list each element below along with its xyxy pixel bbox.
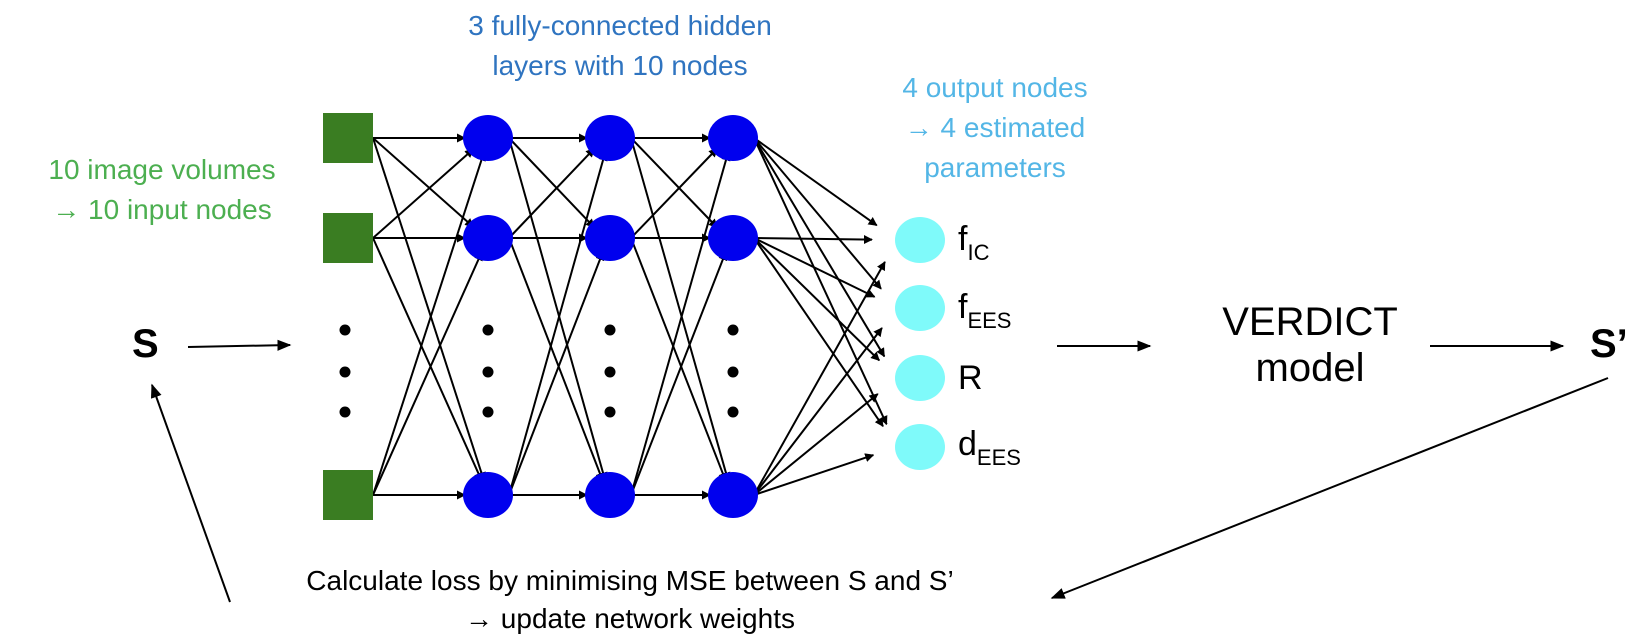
hidden-node [585,472,635,518]
param-base: f [958,288,968,326]
ellipsis-dot [339,406,351,418]
output-annotation-line-1: 4 output nodes [902,72,1088,103]
connection-edge [753,137,886,358]
ellipsis-dot [339,324,351,336]
output-node [895,285,945,331]
connection-edge [753,327,883,496]
input-annotation: 10 image volumes → 10 input nodes [12,150,312,230]
hidden-node [585,215,635,261]
connection-edge [753,237,880,362]
param-base: R [958,359,983,397]
input-annotation-line-1: 10 image volumes [48,154,276,185]
connection-edge [508,251,605,496]
output-node [895,424,945,470]
hidden-node [585,115,635,161]
hidden-annotation-line-1: 3 fully-connected hidden [468,10,772,41]
hidden-annotation-line-2: layers with 10 nodes [492,50,748,81]
loss-description: Calculate loss by minimising MSE between… [220,562,1040,638]
output-annotation-line-3: parameters [924,152,1066,183]
connection-edge [753,137,888,426]
connection-edge [508,147,595,239]
connection-edge [753,237,884,428]
loss-line-1: Calculate loss by minimising MSE between… [306,565,954,596]
param-base: f [958,220,968,258]
loss-line-2: → update network weights [465,603,795,634]
hidden-node [463,115,513,161]
verdict-model: VERDICT model [1180,299,1440,391]
param-base: d [958,425,977,463]
arrow-s-to-network [187,339,292,351]
output-param-f-ic: fIC [958,220,989,266]
connection-edge [630,151,731,496]
input-annotation-line-2: → 10 input nodes [52,194,272,225]
ellipsis-dot [482,366,494,378]
hidden-annotation: 3 fully-connected hidden layers with 10 … [420,6,820,86]
connection-edge [753,137,882,290]
connection-edge [753,137,878,227]
ellipsis-dot [604,324,616,336]
ellipsis-dot [339,366,351,378]
output-node [895,355,945,401]
verdict-model-line-2: model [1255,346,1365,390]
connection-edge [630,237,728,482]
connection-edge [372,148,474,239]
input-node [323,213,373,263]
param-subscript: IC [967,240,990,265]
input-node [323,113,373,163]
output-annotation: 4 output nodes → 4 estimated parameters [870,68,1120,188]
ellipsis-dot [727,366,739,378]
connection-edge [753,237,876,298]
connection-edge [372,237,483,482]
arrow-loss-to-s [150,383,231,603]
ellipsis-dot [604,406,616,418]
verdict-model-line-1: VERDICT [1222,300,1398,344]
signal-s-prime: S’ [1590,322,1628,366]
connection-edge [508,237,605,482]
connection-edge [753,393,879,496]
param-subscript: EES [976,445,1021,470]
hidden-node [463,472,513,518]
connection-edge [508,137,608,482]
connection-edge [372,137,474,228]
connection-edge [508,137,595,229]
connection-edge [753,261,886,496]
output-param-f-ees: fEES [958,288,1011,334]
input-node [323,470,373,520]
ellipsis-dot [727,406,739,418]
output-param-d-ees: dEES [958,425,1021,471]
hidden-node [708,115,758,161]
connection-edge [630,251,728,496]
ellipsis-dot [604,366,616,378]
connection-edge [630,147,718,239]
connection-edge [372,251,483,496]
connection-edge [753,453,875,496]
signal-s: S [132,322,159,366]
connection-edge [630,137,718,229]
output-param-r: R [958,359,983,405]
hidden-node [463,215,513,261]
param-subscript: EES [967,308,1012,333]
connection-edge [372,151,486,496]
arrow-s-prime-to-loss [1050,377,1609,599]
hidden-node [708,215,758,261]
output-node [895,217,945,263]
output-annotation-line-2: → 4 estimated [904,112,1086,143]
ellipsis-dot [727,324,739,336]
ellipsis-dot [482,406,494,418]
connection-edge [753,235,873,245]
ellipsis-dot [482,324,494,336]
connection-edge [508,151,608,496]
hidden-node [708,472,758,518]
connection-edge [630,137,731,482]
connection-edge [372,137,486,482]
